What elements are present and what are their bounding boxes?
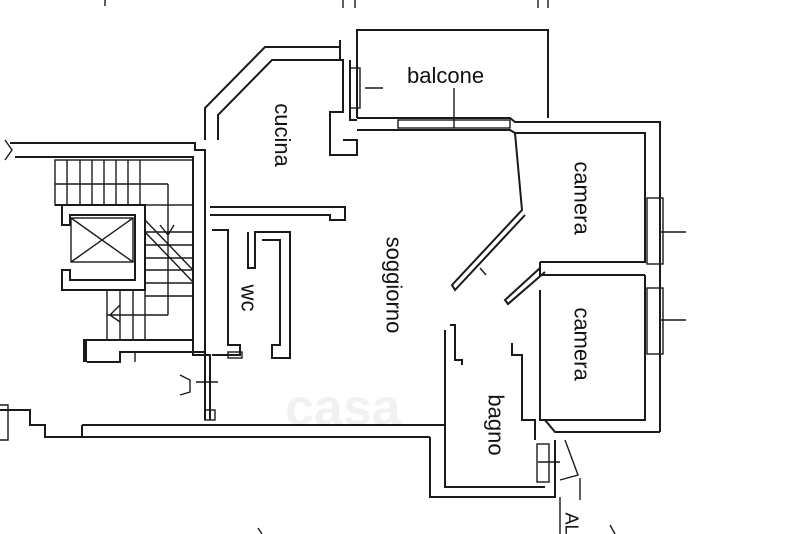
- balcony-walls: [356, 29, 549, 128]
- room-label-camera-top: camera: [569, 161, 595, 235]
- stairwell: [4, 139, 211, 420]
- top-ticks: [104, 0, 549, 8]
- corridor-wall: [0, 404, 445, 441]
- room-label-cucina: cucina: [269, 103, 295, 167]
- room-label-camera-bottom: camera: [569, 307, 595, 381]
- room-label-bagno: bagno: [483, 394, 509, 456]
- kitchen-walls: [204, 40, 361, 156]
- bedroom-walls: [450, 132, 660, 433]
- bathroom-walls: [429, 324, 581, 534]
- room-label-balcone: balcone: [407, 63, 485, 88]
- corner-label: AL: [561, 512, 582, 534]
- watermark: casa: [285, 379, 401, 437]
- room-label-wc: wc: [236, 284, 262, 312]
- bottom-ticks: [257, 524, 616, 534]
- room-label-soggiorno: soggiorno: [381, 236, 407, 334]
- main-top-wall: [357, 117, 686, 432]
- wc-walls: [179, 206, 346, 421]
